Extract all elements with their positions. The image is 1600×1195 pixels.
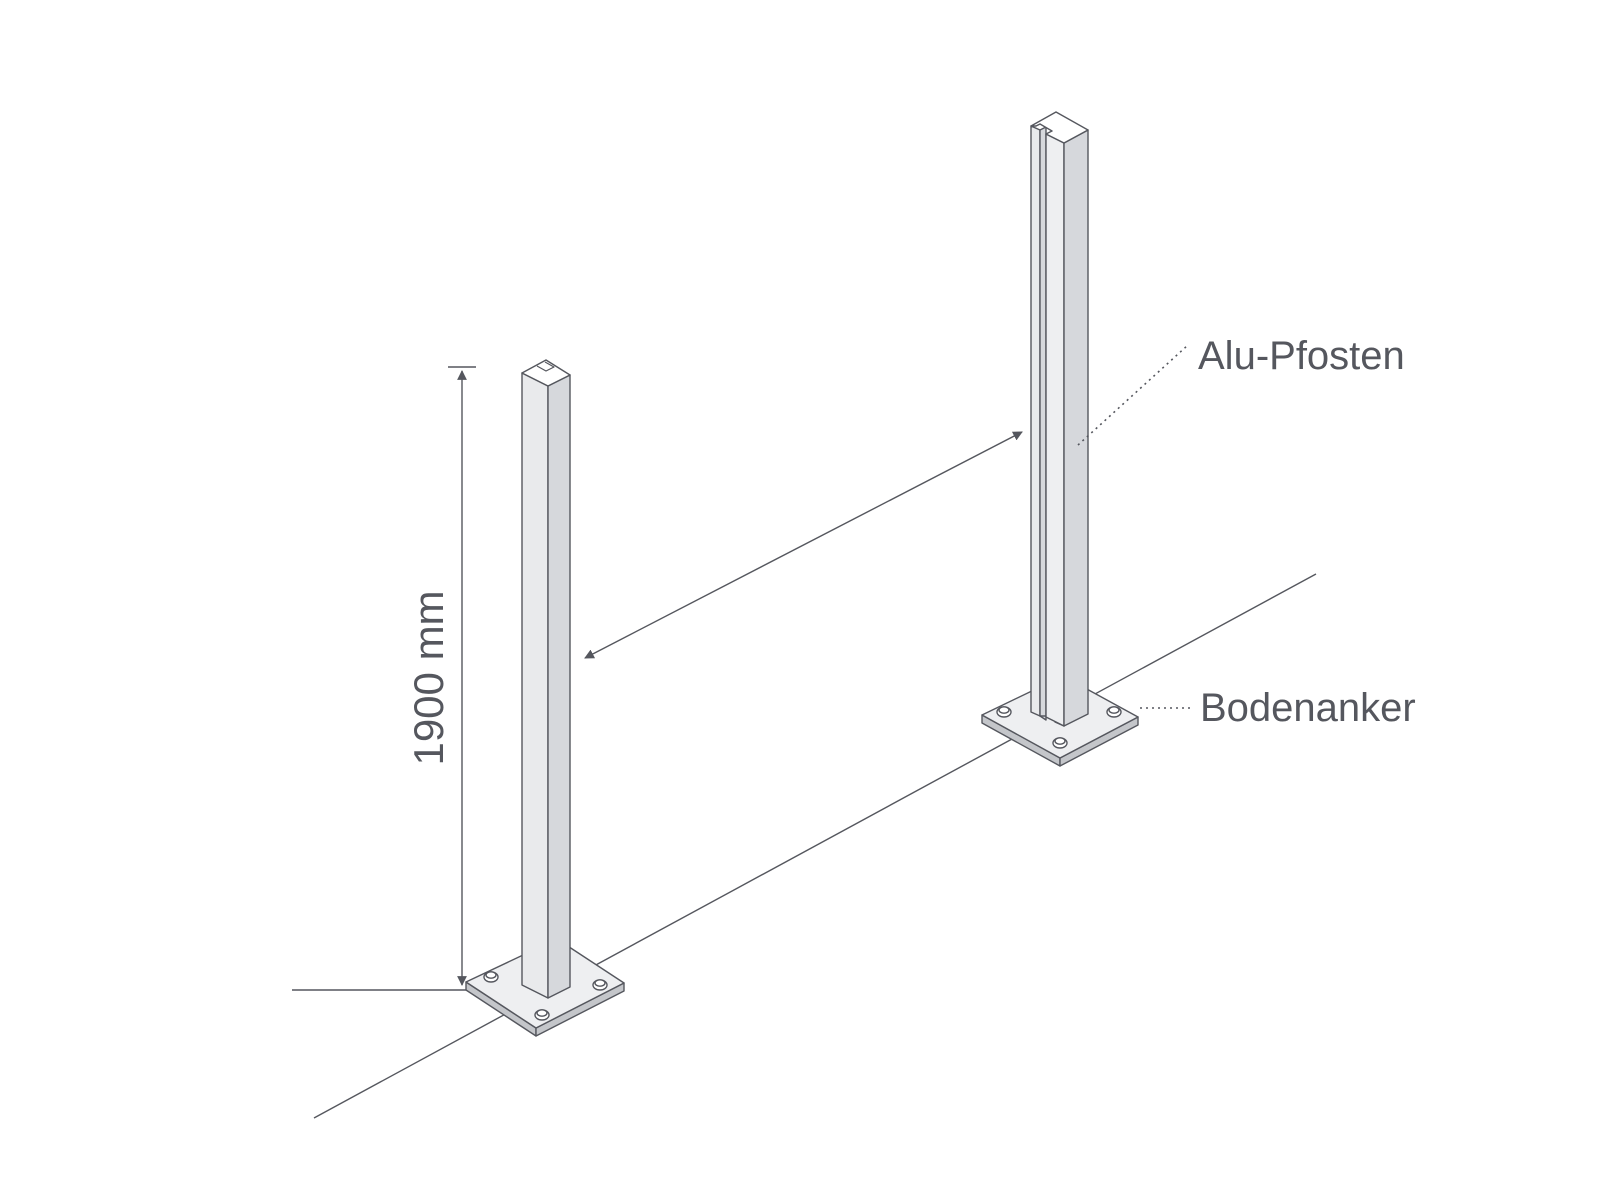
bolt-icon (534, 1009, 550, 1021)
left-post (465, 359, 625, 1037)
right-post-side (1063, 129, 1089, 727)
bolt-icon (996, 706, 1012, 718)
right-plate-bolts (996, 706, 1122, 749)
anchor-callout-label: Bodenanker (1200, 686, 1416, 730)
right-post-left-flange (1030, 125, 1041, 717)
bolt-icon (592, 979, 608, 991)
ground-line-fence (313, 573, 1317, 1119)
bolt-icon (1052, 737, 1068, 749)
left-post-top (521, 359, 571, 387)
ground-lines (292, 573, 1317, 1119)
bolt-icon (483, 971, 499, 983)
left-post-groove (536, 361, 555, 372)
height-dimension-label: 1900 mm (405, 590, 452, 765)
left-post-front (521, 372, 549, 999)
left-plate-bolts (483, 971, 608, 1021)
bolt-icon (1106, 706, 1122, 718)
height-dimension (448, 366, 476, 986)
right-post-left-flange-side (1039, 126, 1047, 717)
distance-arrow (584, 431, 1023, 659)
right-post (981, 111, 1139, 767)
left-post-side (547, 374, 571, 999)
post-callout-label: Alu-Pfosten (1198, 334, 1405, 378)
post-callout-leader (1077, 344, 1189, 446)
right-post-front-face (1045, 133, 1065, 727)
right-post-top (1030, 111, 1089, 144)
